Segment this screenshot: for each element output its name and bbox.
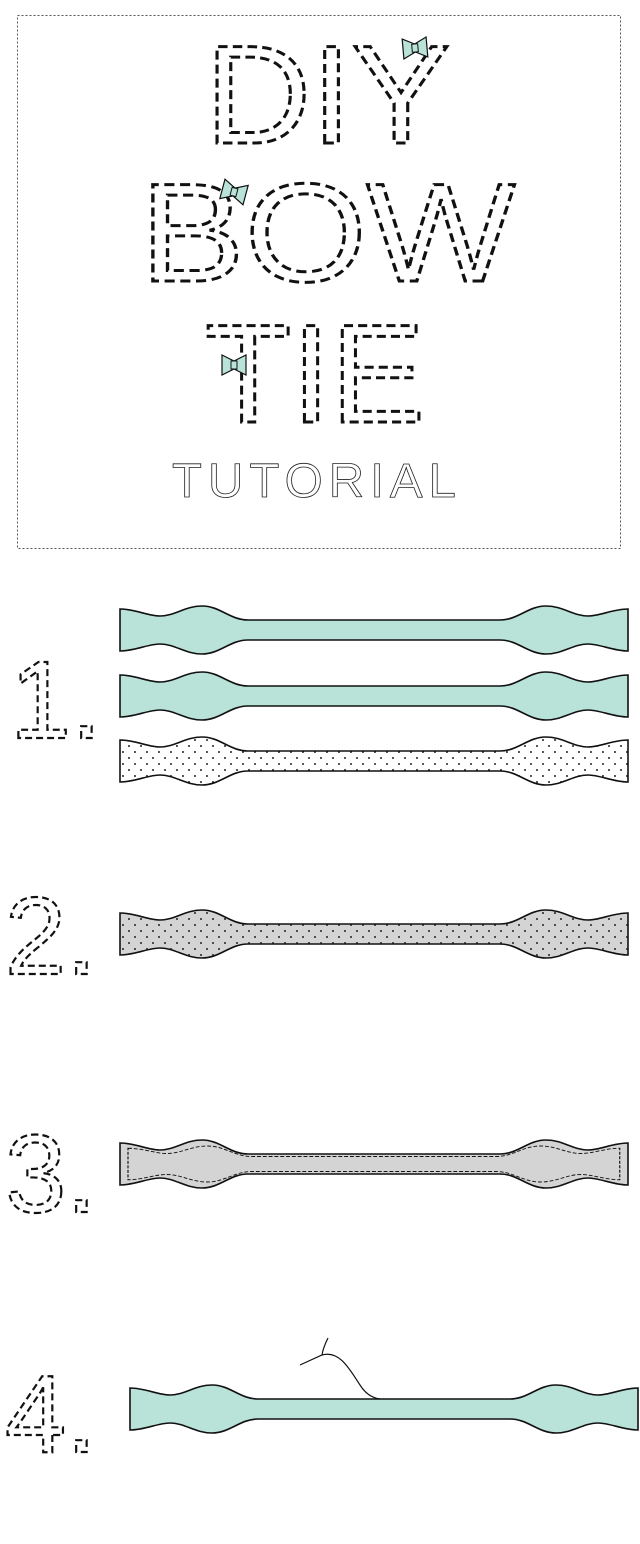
bow-tie-piece-turned xyxy=(129,1384,639,1434)
step-4-number: 4. xyxy=(5,1353,97,1476)
step-3-number: 3. xyxy=(5,1113,97,1236)
bow-tie-piece-stacked xyxy=(119,909,629,959)
title-line-2: BOW xyxy=(140,154,515,311)
bow-tie-piece-mint xyxy=(119,605,629,655)
title-line-3: TIE xyxy=(205,295,425,452)
step-2-number: 2. xyxy=(5,875,97,998)
step-1-number: 1. xyxy=(10,639,102,762)
bow-tie-piece-interfacing xyxy=(119,736,629,786)
bow-tie-piece-mint xyxy=(119,671,629,721)
thread-icon xyxy=(299,1337,381,1400)
title-frame xyxy=(17,15,621,549)
title-line-1: DIY xyxy=(205,16,450,173)
bow-tie-piece-sewn xyxy=(119,1139,629,1189)
title-subtitle: TUTORIAL xyxy=(172,455,462,508)
